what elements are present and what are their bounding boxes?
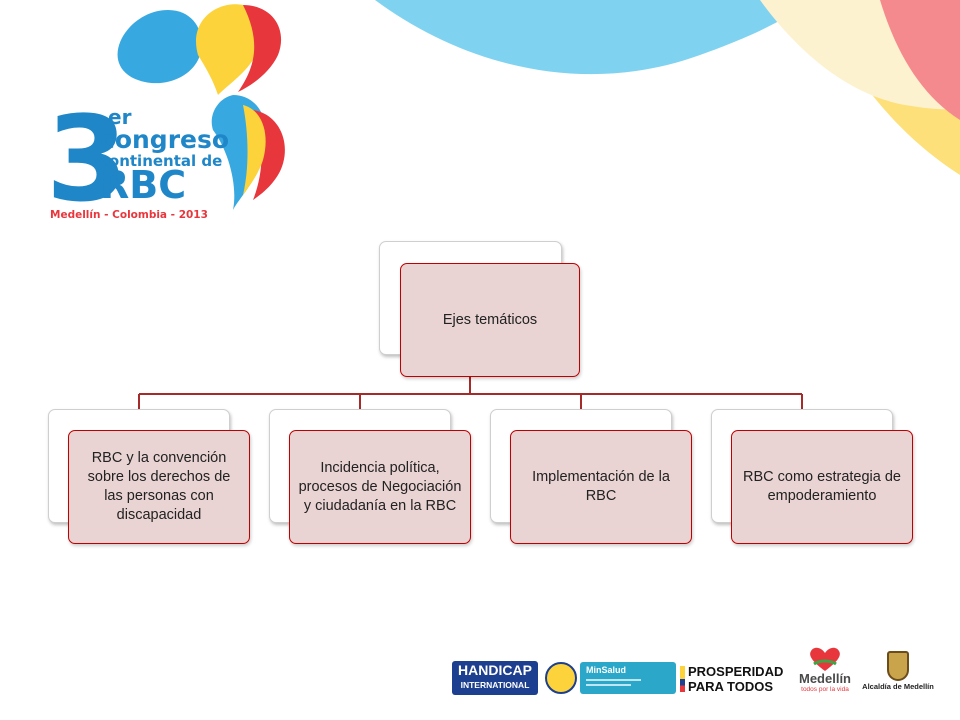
prosperidad-flag-icon [680,666,685,692]
medellin-heart-icon [810,647,840,671]
logo-tail-yellow [243,105,266,195]
child-node-4-label: RBC como estrategia de empoderamiento [743,469,901,504]
sponsor-alcaldia-logo: Alcaldía de Medellín [860,651,936,697]
minsalud-lines-2 [586,684,631,686]
child-node-2: Incidencia política, procesos de Negocia… [289,430,471,544]
child-node-4: RBC como estrategia de empoderamiento [731,430,913,544]
logo-heart-red [238,5,282,92]
handicap-line2: INTERNATIONAL [460,680,530,690]
alcaldia-label: Alcaldía de Medellín [862,682,934,691]
sponsor-handicap-logo: HANDICAP INTERNATIONAL [452,661,538,695]
child-node-2-label: Incidencia política, procesos de Negocia… [298,459,462,514]
minsalud-lines [586,679,641,681]
minsalud-label: MinSalud [586,665,626,675]
colombia-coat-of-arms-icon [545,662,577,694]
alcaldia-shield-icon [887,651,909,681]
medellin-label: Medellín [798,671,851,686]
child-node-1-label: RBC y la convención sobre los derechos d… [87,450,231,523]
root-node-label: Ejes temáticos [442,311,538,328]
sponsor-medellin-logo: Medellín todos por la vida [792,646,858,698]
prosperidad-line2: PARA TODOS [688,679,773,694]
prosperidad-line1: PROSPERIDAD [688,664,784,679]
connector-lines [138,377,803,409]
logo-heart-blue [117,10,202,84]
swoosh-pink [880,0,960,120]
handicap-line1: HANDICAP [458,662,532,678]
logo-line3: RBC [100,163,186,207]
logo-superscript: er [108,105,132,129]
logo-line2: continental de [100,152,222,170]
logo-heart-yellow [196,4,264,95]
medellin-sub: todos por la vida [801,686,849,693]
root-node: Ejes temáticos [400,263,580,377]
congress-logo: 3 er congreso continental de RBC Medellí… [46,4,285,228]
child-node-3-label: Implementación de la RBC [532,469,670,504]
child-node-1: RBC y la convención sobre los derechos d… [68,430,250,544]
sponsor-minsalud-logo: MinSalud [580,662,676,694]
logo-numeral: 3 [46,90,128,228]
sponsor-prosperidad-logo: PROSPERIDAD PARA TODOS [680,664,788,694]
logo-line1: congreso [100,125,229,154]
logo-tagline: Medellín - Colombia - 2013 [50,209,208,221]
swoosh-blue [375,0,810,75]
child-node-3: Implementación de la RBC [510,430,692,544]
